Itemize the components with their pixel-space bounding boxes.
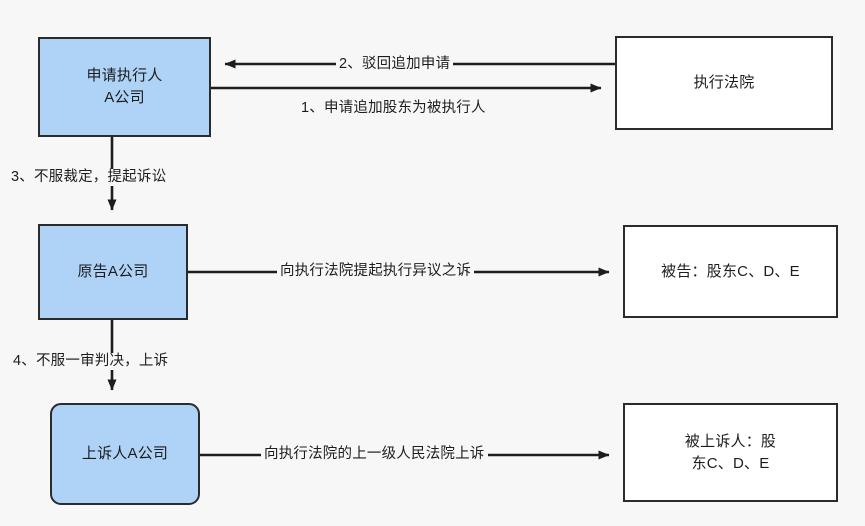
edge-label-appeal: 向执行法院的上一级人民法院上诉: [261, 446, 488, 464]
node-appellant[interactable]: 上诉人A公司: [50, 403, 200, 505]
node-plaintiff[interactable]: 原告A公司: [38, 224, 188, 320]
edge-label-step3: 3、不服裁定，提起诉讼: [8, 169, 170, 187]
edge-label-step1: 1、申请追加股东为被执行人: [301, 100, 486, 116]
edge-label-step4: 4、不服一审判决，上诉: [10, 353, 172, 371]
node-enforcement-court[interactable]: 执行法院: [615, 36, 833, 130]
node-applicant[interactable]: 申请执行人 A公司: [38, 37, 211, 137]
edge-label-lawsuit: 向执行法院提起执行异议之诉: [277, 263, 475, 281]
edge-label-step2: 2、驳回追加申请: [336, 56, 454, 74]
node-appellee[interactable]: 被上诉人：股 东C、D、E: [623, 403, 838, 502]
node-defendant[interactable]: 被告：股东C、D、E: [623, 225, 838, 318]
